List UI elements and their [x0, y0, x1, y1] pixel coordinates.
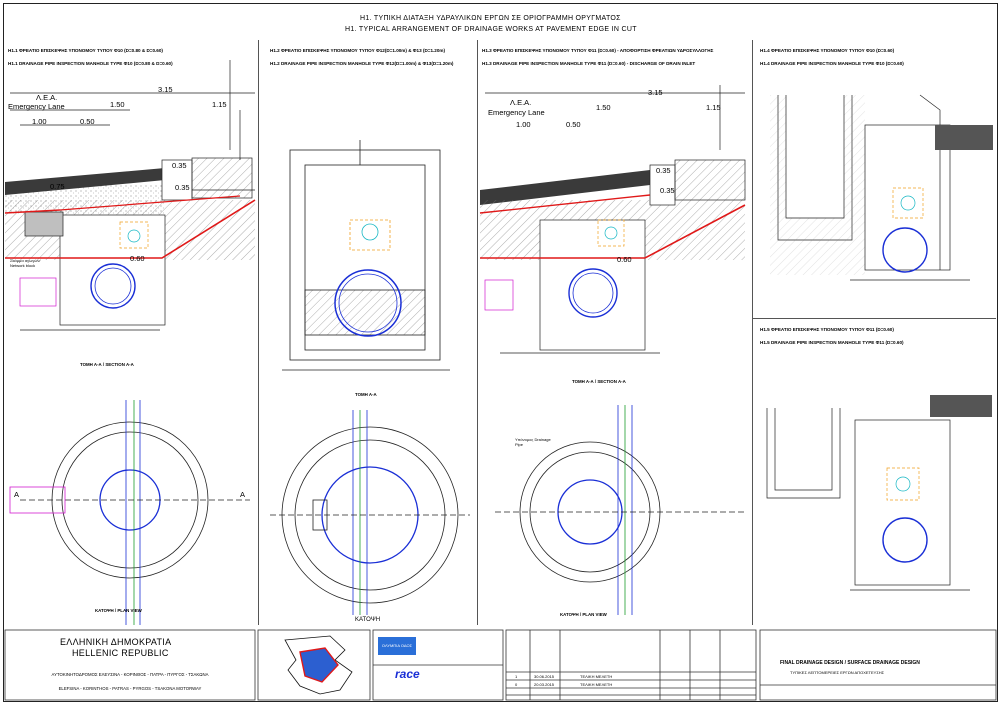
panel-title-en: H1.5 DRAINAGE PIPE INSPECTION MANHOLE TY… [760, 340, 904, 345]
emergency-lane-label: Emergency Lane [488, 108, 545, 117]
emergency-lane-label: Emergency Lane [8, 102, 65, 111]
project-en: ELEFSINA - KORINTHOS - PATRAS - PYRGOS -… [58, 686, 202, 691]
plan-caption: ΚΑΤΟΨΗ [355, 617, 381, 623]
design-title: FINAL DRAINAGE DESIGN / SURFACE DRAINAGE… [780, 660, 920, 666]
h12-plan [270, 410, 470, 615]
panel-title-en: H1.1 DRAINAGE PIPE INSPECTION MANHOLE TY… [8, 61, 173, 66]
plan-caption: ΚΑΤΟΨΗ / PLAN VIEW [95, 608, 142, 613]
h13-plan [495, 405, 745, 615]
dim-label: 1.15 [706, 103, 721, 112]
section-mark: A [14, 490, 20, 499]
greece-map-image [284, 635, 353, 695]
country-gr: ΕΛΛΗΝΙΚΗ ΔΗΜΟΚΡΑΤΙΑ [60, 637, 172, 647]
h12-section [282, 140, 450, 371]
h15-section [766, 395, 992, 591]
dim-label: 0.50 [566, 120, 581, 129]
dim-label: 1.50 [110, 100, 125, 109]
panel-title-en: H1.2 DRAINAGE PIPE INSPECTION MANHOLE TY… [270, 61, 454, 66]
design-subtitle: ΤΥΠΙΚΕΣ ΛΕΠΤΟΜΕΡΕΙΕΣ ΕΡΓΩΝ ΑΠΟΧΕΤΕΥΣΗΣ [790, 670, 885, 675]
dim-label: 0.35 [660, 186, 675, 195]
panel-title-gr: Η1.4 ΦΡΕΑΤΙΟ ΕΠΙΣΚΕΨΗΣ ΥΠΟΝΟΜΟΥ ΤΥΠΟΥ Φ1… [760, 48, 895, 53]
country-en: HELLENIC REPUBLIC [72, 648, 169, 658]
section-mark: A [240, 490, 246, 499]
section-caption: ΤΟΜΗ Α-Α / SECTION A-A [80, 362, 134, 367]
dim-label: 0.35 [172, 161, 187, 170]
panel-title-gr: Η1.1 ΦΡΕΑΤΙΟ ΕΠΙΣΚΕΨΗΣ ΥΠΟΝΟΜΟΥ ΤΥΠΟΥ Φ1… [8, 48, 163, 53]
section-caption: ΤΟΜΗ Α-Α / SECTION A-A [572, 379, 626, 384]
drain-pipe-label: Υπόνομος Drainage Pipe [515, 437, 551, 447]
dim-label: 1.00 [32, 117, 47, 126]
panel-divider [258, 40, 259, 625]
dim-label: 3.15 [648, 88, 663, 97]
dim-label: 0.50 [80, 117, 95, 126]
panel-divider [752, 40, 753, 625]
rev-number: 0 [515, 682, 518, 687]
panel-title-gr: Η1.2 ΦΡΕΑΤΙΟ ΕΠΙΣΚΕΨΗΣ ΥΠΟΝΟΜΟΥ ΤΥΠΟΥ Φ1… [270, 48, 446, 53]
network-block-label: Σκάμμα αγωγών/ Network block [10, 258, 41, 268]
section-caption: ΤΟΜΗ Α-Α [355, 392, 377, 397]
dim-label: 1.15 [212, 100, 227, 109]
h13-section [480, 85, 746, 354]
panel-title-gr: Η1.5 ΦΡΕΑΤΙΟ ΕΠΙΣΚΕΨΗΣ ΥΠΟΝΟΜΟΥ ΤΥΠΟΥ Φ1… [760, 327, 894, 332]
aea-label: Λ.Ε.Α. [36, 93, 58, 102]
sheet-border [3, 3, 998, 702]
dim-label: 0.35 [175, 183, 190, 192]
olympia-logo: ΟΛΥΜΠΙΑ ΟΔΟΣ [378, 637, 416, 655]
rev-desc: ΤΕΛΙΚΗ ΜΕΛΕΤΗ [580, 674, 613, 679]
project-gr: ΑΥΤΟΚΙΝΗΤΟΔΡΟΜΟΣ ΕΛΕΥΣΙΝΑ - ΚΟΡΙΝΘΟΣ - Π… [51, 672, 209, 677]
sheet-title-gr: Η1. ΤΥΠΙΚΗ ΔΙΑΤΑΞΗ ΥΔΡΑΥΛΙΚΩΝ ΕΡΓΩΝ ΣΕ Ο… [360, 15, 621, 22]
rev-number: 1 [515, 674, 518, 679]
plan-caption: ΚΑΤΟΨΗ / PLAN VIEW [560, 612, 607, 617]
panel-title-gr: Η1.3 ΦΡΕΑΤΙΟ ΕΠΙΣΚΕΨΗΣ ΥΠΟΝΟΜΟΥ ΤΥΠΟΥ Φ1… [482, 48, 714, 53]
rev-date: 20.03.2015 [534, 682, 555, 687]
rev-date: 30.06.2015 [534, 674, 555, 679]
aea-label: Λ.Ε.Α. [510, 98, 532, 107]
panel-divider [477, 40, 478, 625]
sheet-title-en: H1. TYPICAL ARRANGEMENT OF DRAINAGE WORK… [345, 26, 637, 33]
rev-desc: ΤΕΛΙΚΗ ΜΕΛΕΤΗ [580, 682, 613, 687]
dim-label: 0.35 [656, 166, 671, 175]
dim-label: 1.00 [516, 120, 531, 129]
panel-divider [752, 318, 996, 319]
dim-label: 0.60 [130, 254, 145, 263]
dim-label: 0.60 [617, 255, 632, 264]
titleblock-frame [4, 629, 997, 701]
race-logo: race [395, 667, 420, 681]
panel-title-en: H1.3 DRAINAGE PIPE INSPECTION MANHOLE TY… [482, 61, 696, 66]
dim-label: 3.15 [158, 85, 173, 94]
h14-section [770, 94, 993, 281]
h11-plan [9, 400, 250, 625]
dim-label: 1.50 [596, 103, 611, 112]
dim-label: 0.75 [50, 182, 65, 191]
panel-title-en: H1.4 DRAINAGE PIPE INSPECTION MANHOLE TY… [760, 61, 904, 66]
